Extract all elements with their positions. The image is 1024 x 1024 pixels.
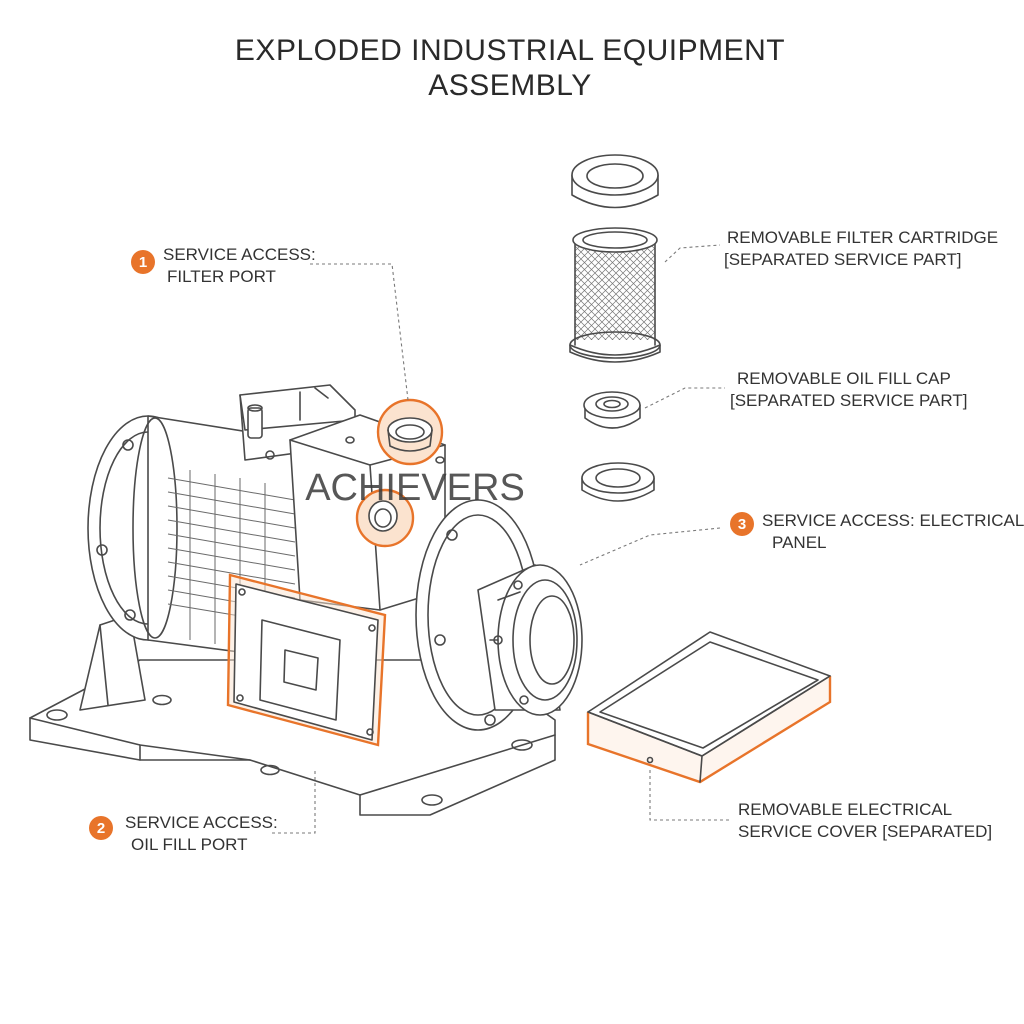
label-filter-cartridge: REMOVABLE FILTER CARTRIDGE [SEPARATED SE… <box>724 228 998 269</box>
label-filter-cartridge-line-1: REMOVABLE FILTER CARTRIDGE <box>727 228 998 247</box>
callout-oil-fill-port-line-1: SERVICE ACCESS: <box>125 813 278 832</box>
leader-electrical-cover <box>649 770 730 821</box>
callout-electrical-panel-line-2: PANEL <box>772 533 827 552</box>
callout-number-1: 1 <box>139 254 147 271</box>
label-electrical-cover: REMOVABLE ELECTRICAL SERVICE COVER [SEPA… <box>738 800 992 841</box>
oil-fill-port <box>355 488 415 548</box>
oil-fill-cap <box>583 391 641 429</box>
callout-oil-fill-port: 2 SERVICE ACCESS: OIL FILL PORT <box>89 813 278 854</box>
leader-oil-fill-port <box>272 770 316 834</box>
callout-filter-port: 1 SERVICE ACCESS: FILTER PORT <box>131 245 316 286</box>
diagram-title-line-2: ASSEMBLY <box>428 69 592 102</box>
leader-filter-cartridge <box>664 244 721 263</box>
callout-badge-1 <box>131 250 155 274</box>
callout-badge-2 <box>89 816 113 840</box>
electrical-service-cover <box>586 631 832 784</box>
label-oil-fill-cap-line-1: REMOVABLE OIL FILL CAP <box>737 369 951 388</box>
callout-number-2: 2 <box>97 820 105 837</box>
label-electrical-cover-line-2: SERVICE COVER [SEPARATED] <box>738 822 992 841</box>
leader-electrical-panel <box>579 527 721 566</box>
seal-ring <box>581 462 655 502</box>
callout-filter-port-line-1: SERVICE ACCESS: <box>163 245 316 264</box>
callout-electrical-panel-line-1: SERVICE ACCESS: ELECTRICAL <box>762 511 1024 530</box>
callout-oil-fill-port-line-2: OIL FILL PORT <box>131 835 248 854</box>
callout-electrical-panel: 3 SERVICE ACCESS: ELECTRICAL PANEL <box>730 511 1024 552</box>
filter-cartridge <box>569 227 661 363</box>
electrical-panel <box>226 573 387 747</box>
watermark-text: ACHIEVERS <box>305 467 525 509</box>
callout-badge-3 <box>730 512 754 536</box>
label-electrical-cover-line-1: REMOVABLE ELECTRICAL <box>738 800 952 819</box>
label-oil-fill-cap-line-2: [SEPARATED SERVICE PART] <box>730 391 967 410</box>
label-filter-cartridge-line-2: [SEPARATED SERVICE PART] <box>724 250 961 269</box>
leader-oil-fill-cap <box>644 387 725 409</box>
filter-port <box>376 398 444 466</box>
callout-number-3: 3 <box>738 516 746 533</box>
diagram-title-line-1: EXPLODED INDUSTRIAL EQUIPMENT <box>235 34 785 67</box>
leader-filter-port <box>310 263 409 401</box>
callout-filter-port-line-2: FILTER PORT <box>167 267 276 286</box>
label-oil-fill-cap: REMOVABLE OIL FILL CAP [SEPARATED SERVIC… <box>730 369 967 410</box>
filter-top-ring <box>571 154 659 209</box>
